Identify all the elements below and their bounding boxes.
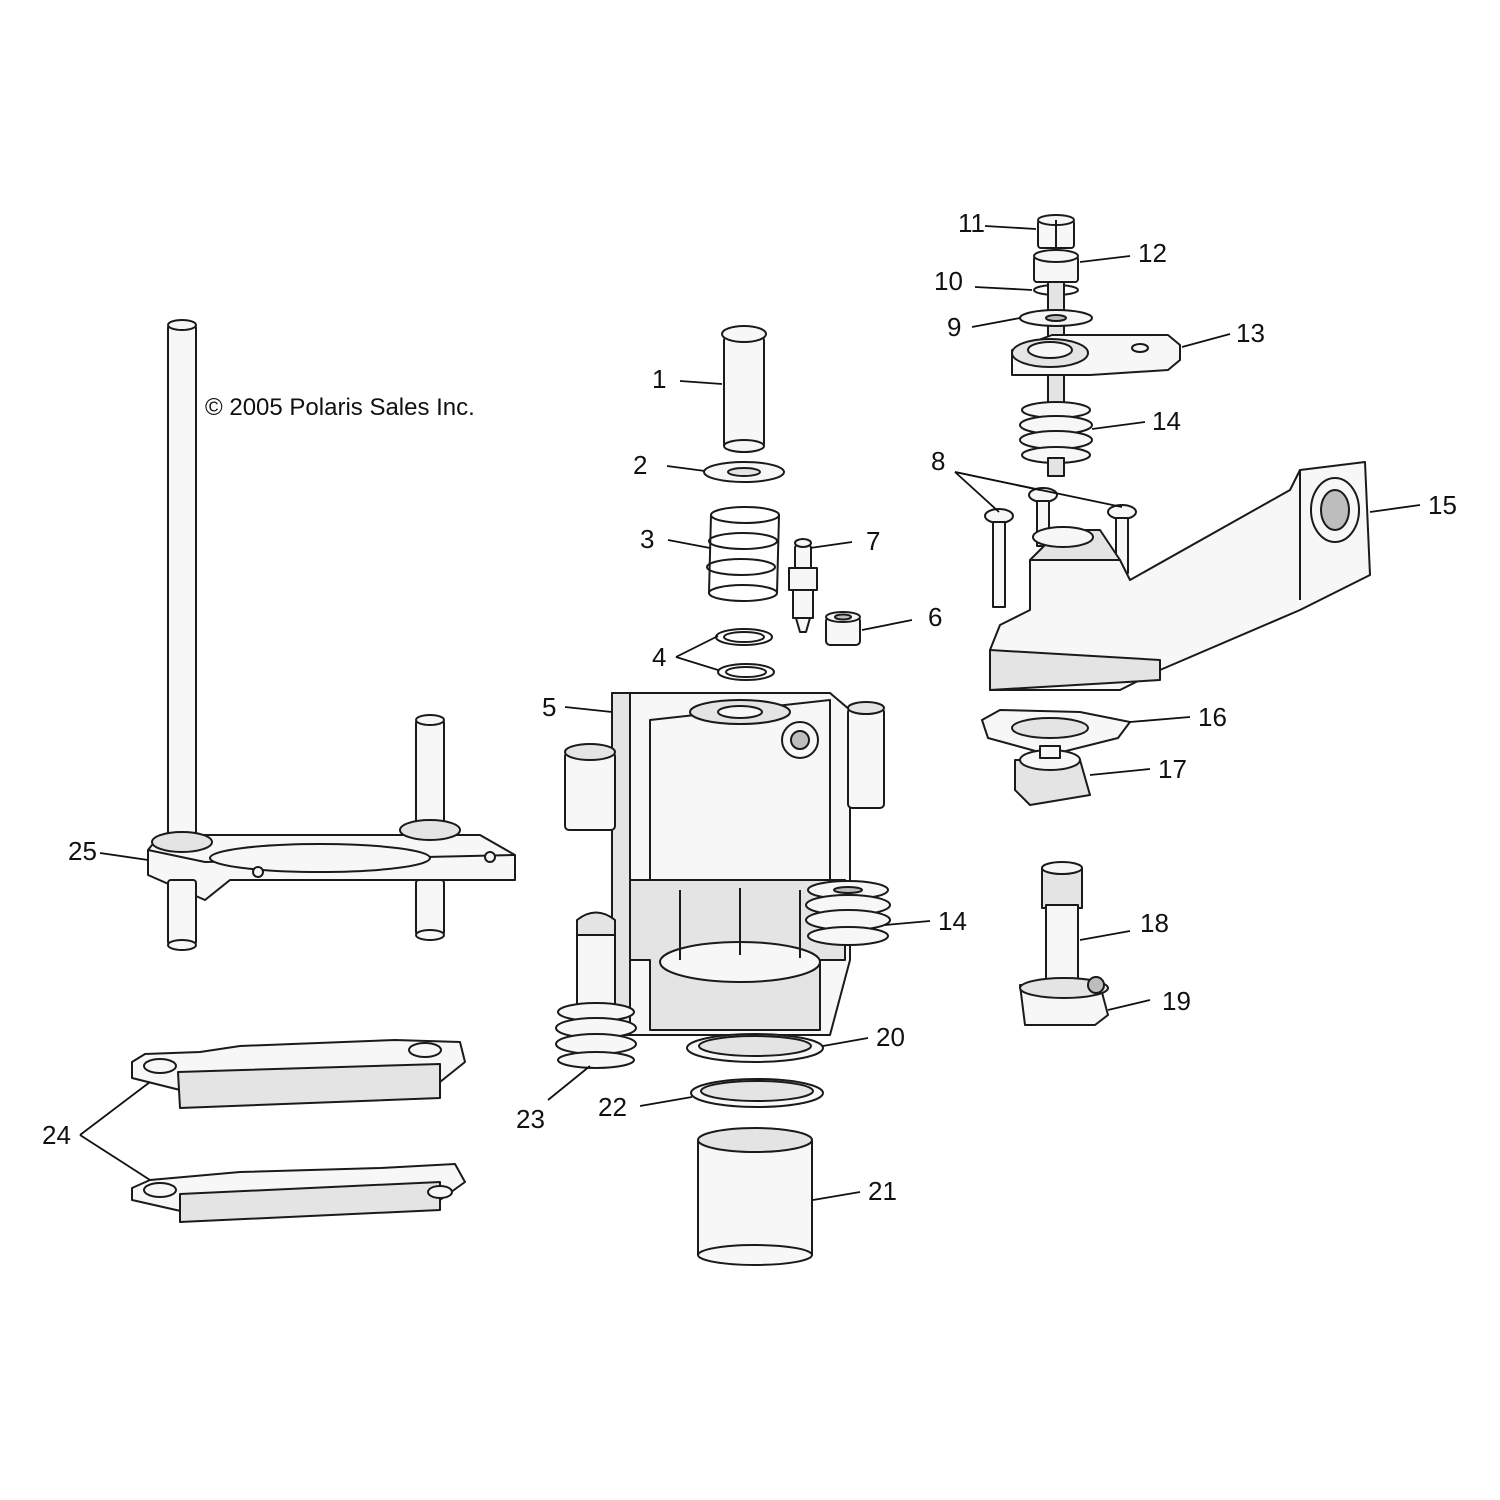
part-7-bleeder-screw	[788, 538, 818, 633]
callout-15: 15	[1428, 490, 1457, 520]
part-22-seal	[690, 1078, 824, 1108]
callout-4: 4	[652, 642, 666, 672]
callout-10: 10	[934, 266, 963, 296]
part-9-washer	[1019, 309, 1093, 327]
callout-numbers: 1 2 3 4 5 6 7 8 9 10 11 12 13 14 15 16 1…	[42, 208, 1457, 1206]
part-24-brake-pad-lower	[131, 1163, 466, 1223]
callout-23: 23	[516, 1104, 545, 1134]
part-23-boot-with-pin	[555, 911, 637, 1069]
callout-20: 20	[876, 1022, 905, 1052]
callout-25: 25	[68, 836, 97, 866]
callout-5: 5	[542, 692, 556, 722]
callout-24: 24	[42, 1120, 71, 1150]
part-14-boot-upper	[1019, 401, 1093, 477]
part-25-mounting-bracket	[147, 319, 516, 951]
callout-19: 19	[1162, 986, 1191, 1016]
part-2-washer	[703, 461, 785, 483]
part-6-bushing	[825, 611, 861, 646]
callout-11: 11	[958, 208, 985, 238]
part-17-cam	[1014, 745, 1091, 806]
part-4-o-rings	[715, 628, 775, 681]
part-19-cam-base	[1019, 976, 1109, 1026]
callout-2: 2	[633, 450, 647, 480]
part-11-bolt-head	[1037, 214, 1075, 249]
callout-9: 9	[947, 312, 961, 342]
callout-3: 3	[640, 524, 654, 554]
part-13-lever-arm	[1011, 334, 1181, 376]
copyright-text: © 2005 Polaris Sales Inc.	[205, 394, 475, 421]
callout-8: 8	[931, 446, 945, 476]
part-1-pin	[721, 325, 767, 453]
callout-21: 21	[868, 1176, 897, 1206]
callout-12: 12	[1138, 238, 1167, 268]
part-16-gasket	[981, 709, 1131, 756]
part-14-boot-lower	[805, 880, 891, 946]
callout-6: 6	[928, 602, 942, 632]
part-3-spring	[706, 506, 780, 602]
leader-lines	[79, 225, 1421, 1201]
callout-14-lower: 14	[938, 906, 967, 936]
part-12-nut	[1033, 249, 1079, 283]
part-5-caliper-body	[564, 692, 885, 1036]
callout-17: 17	[1158, 754, 1187, 784]
callout-14-upper: 14	[1152, 406, 1181, 436]
part-15-bracket-arm	[989, 461, 1371, 691]
callout-7: 7	[866, 526, 880, 556]
callout-18: 18	[1140, 908, 1169, 938]
part-24-brake-pad-upper	[131, 1039, 466, 1109]
callout-1: 1	[652, 364, 666, 394]
callout-13: 13	[1236, 318, 1265, 348]
part-21-piston	[697, 1127, 813, 1266]
part-20-seal	[686, 1033, 824, 1063]
callout-16: 16	[1198, 702, 1227, 732]
callout-22: 22	[598, 1092, 627, 1122]
